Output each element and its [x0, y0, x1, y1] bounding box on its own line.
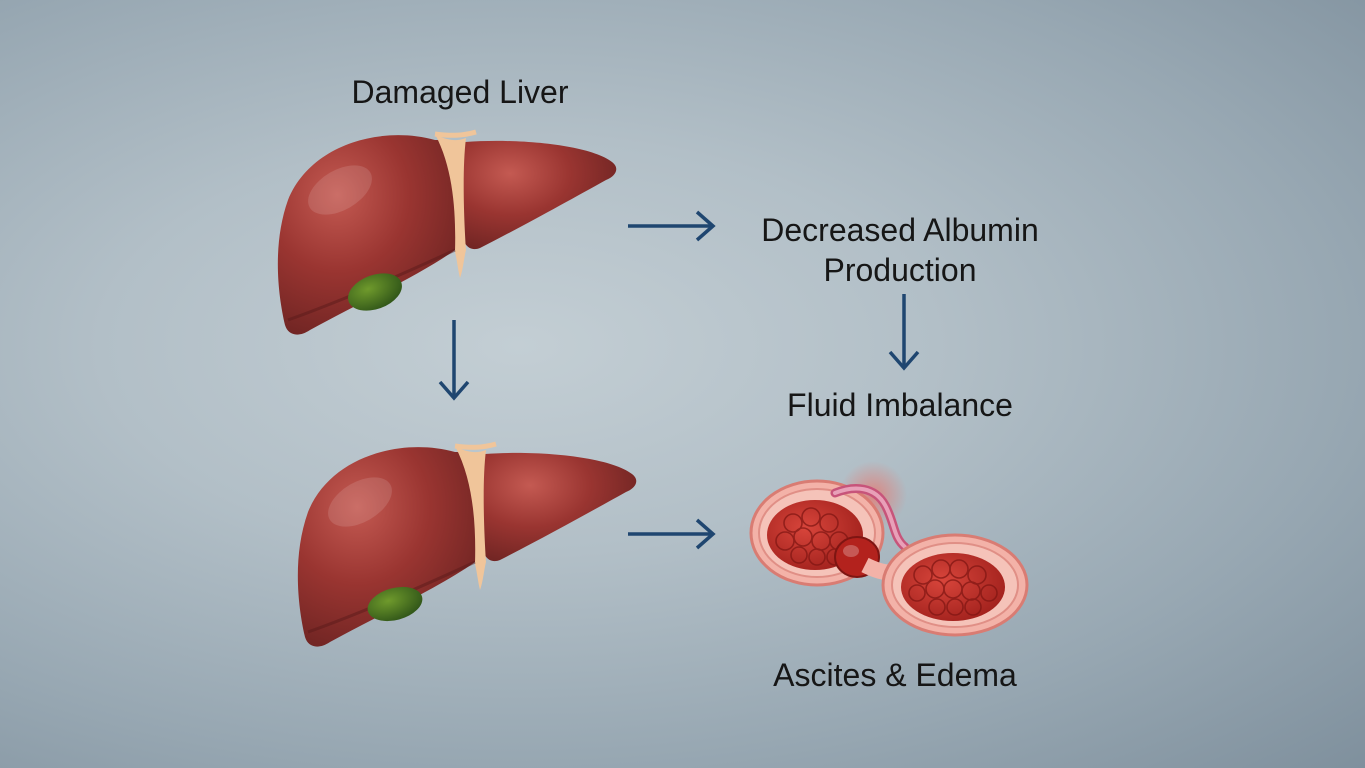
ascites-edema-label: Ascites & Edema — [773, 657, 1017, 693]
gallbladder-icon-bottom — [367, 586, 423, 622]
fluid-imbalance-label: Fluid Imbalance — [787, 387, 1013, 423]
arrow-down-liver — [438, 320, 470, 401]
liver-ligament — [435, 134, 466, 278]
arrow-down-albumin — [888, 294, 920, 371]
gallbladder-icon — [348, 273, 402, 311]
damaged-liver-label: Damaged Liver — [351, 74, 569, 110]
ascites-edema-illustration — [749, 461, 1029, 637]
decreased-albumin-label-line1: Decreased Albumin — [761, 212, 1039, 248]
liver-right-lobe — [277, 135, 464, 335]
liver-left-lobe — [460, 140, 617, 250]
arrow-right-to-ascites — [628, 518, 716, 550]
liver-illustration-bottom — [297, 441, 637, 647]
decreased-albumin-label: Decreased Albumin Production — [720, 210, 1080, 290]
arrow-right-to-albumin — [628, 210, 716, 242]
decreased-albumin-label-line2: Production — [823, 252, 977, 288]
liver-illustration-top — [277, 129, 617, 335]
